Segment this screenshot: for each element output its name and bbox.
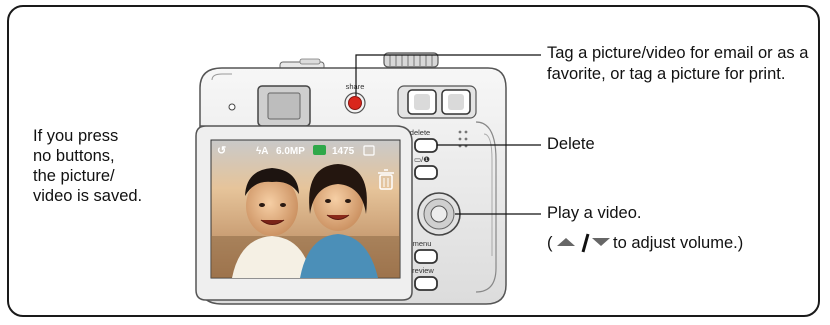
memory-card-icon <box>363 145 375 156</box>
lcd-screen: ↺ ϟA 6.0MP 1475 <box>210 139 401 279</box>
leader-lines <box>355 54 541 215</box>
note-line-3: the picture/ <box>33 167 115 185</box>
play-callout: Play a video. <box>547 204 642 222</box>
volume-up-icon <box>557 238 575 246</box>
delete-label: delete <box>410 128 430 137</box>
review-label: review <box>412 266 434 275</box>
delete-callout: Delete <box>547 135 595 153</box>
lcd-megapixel-readout: 6.0MP <box>276 146 305 157</box>
viewfinder <box>228 85 311 127</box>
review-button[interactable] <box>414 276 438 291</box>
info-button[interactable] <box>414 165 438 180</box>
share-label: share <box>346 82 365 91</box>
menu-label: menu <box>413 239 432 248</box>
lcd-picture-count: 1475 <box>332 146 355 157</box>
info-label: ▭/❶ <box>414 155 430 164</box>
menu-button[interactable] <box>414 249 438 264</box>
volume-callout-open: ( <box>547 234 553 252</box>
share-callout: Tag a picture/video for email or as a fa… <box>547 43 808 85</box>
share-callout-line-1: Tag a picture/video for email or as a <box>547 44 809 62</box>
battery-icon <box>313 145 326 155</box>
svg-text:ϟA: ϟA <box>256 146 269 157</box>
volume-callout-text: to adjust volume.) <box>613 234 744 252</box>
child-face-right <box>313 173 363 231</box>
note-line-2: no buttons, <box>33 147 115 165</box>
svg-text:↺: ↺ <box>217 145 226 157</box>
share-callout-line-2: favorite, or tag a picture for print. <box>547 65 786 83</box>
volume-down-icon <box>592 238 610 246</box>
note-line-1: If you press <box>33 127 119 145</box>
share-button[interactable] <box>344 92 366 114</box>
trash-icon <box>378 169 394 190</box>
child-face-left <box>246 176 298 236</box>
joystick[interactable] <box>417 192 461 236</box>
share-leader <box>355 54 541 96</box>
slash-icon <box>581 233 590 253</box>
note-line-4: video is saved. <box>33 187 143 205</box>
delete-button[interactable] <box>414 138 438 153</box>
no-button-note: If you press no buttons, the picture/ vi… <box>33 126 142 206</box>
zoom-buttons[interactable] <box>397 85 477 119</box>
